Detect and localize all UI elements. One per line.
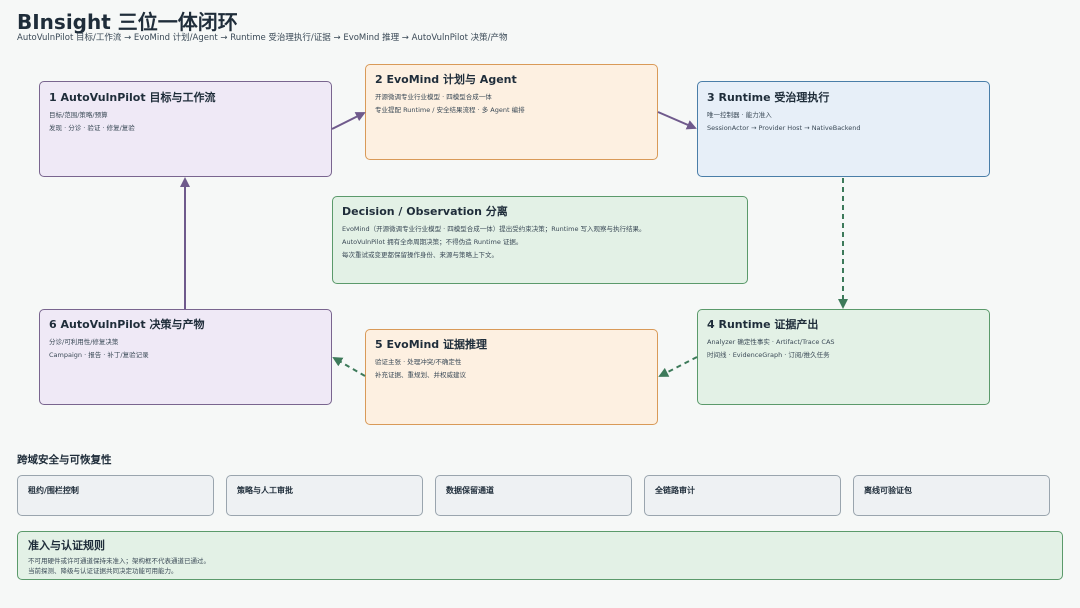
arrow-1-to-2 [331, 112, 366, 130]
rules-title: 准入与认证规则 [28, 539, 105, 552]
node-line: EvoMind（开源微调专业行业模型 · 四模型合成一体）提出受约束决策；Run… [342, 225, 646, 233]
node-decision-observation: Decision / Observation 分离 EvoMind（开源微调专业… [332, 196, 748, 284]
node-line: Campaign · 报告 · 补丁/复验记录 [49, 351, 149, 360]
node-title: Decision / Observation 分离 [342, 205, 508, 218]
node-title: 6 AutoVulnPilot 决策与产物 [49, 318, 205, 331]
node-evomind-reasoning: 5 EvoMind 证据推理 验证主张 · 处理冲突/不确定性 补充证据、重规划… [365, 329, 658, 425]
node-title: 4 Runtime 证据产出 [707, 318, 819, 331]
node-evomind-plan: 2 EvoMind 计划与 Agent 开源微调专业行业模型 · 四模型合成一体… [365, 64, 658, 160]
node-autovulnpilot-goals: 1 AutoVulnPilot 目标与工作流 目标/范围/策略/预算 发现 · … [39, 81, 332, 177]
node-line: AutoVulnPilot 拥有全命周期决策；不得伪造 Runtime 证据。 [342, 238, 523, 247]
node-line: Analyzer 确定性事实 · Artifact/Trace CAS [707, 338, 835, 346]
node-line: SessionActor → Provider Host → NativeBac… [707, 124, 861, 133]
node-runtime-exec: 3 Runtime 受治理执行 唯一控制器 · 能力准入 SessionActo… [697, 81, 990, 177]
rules-box: 准入与认证规则 不可用硬件或许可通道保持未准入；架构框不代表通道已通过。 当前探… [17, 531, 1063, 580]
rules-line: 不可用硬件或许可通道保持未准入；架构框不代表通道已通过。 [28, 557, 210, 565]
node-line: 目标/范围/策略/预算 [49, 111, 108, 119]
arrow-5-to-6 [332, 356, 366, 377]
node-line: 每次重试或变更都保留操作身份、来源与策略上下文。 [342, 251, 498, 260]
page-subtitle: AutoVulnPilot 目标/工作流 → EvoMind 计划/Agent … [17, 33, 508, 43]
node-title: 3 Runtime 受治理执行 [707, 91, 830, 104]
node-title: 5 EvoMind 证据推理 [375, 338, 487, 351]
security-item-retention: 数据保留通道 [435, 475, 632, 516]
rules-line: 当前探测、降级与认证证据共同决定功能可用能力。 [28, 567, 178, 576]
node-line: 唯一控制器 · 能力准入 [707, 111, 772, 119]
node-title: 2 EvoMind 计划与 Agent [375, 73, 517, 86]
node-line: 验证主张 · 处理冲突/不确定性 [375, 358, 462, 366]
arrow-2-to-3 [657, 111, 697, 130]
page-title: BInsight 三位一体闭环 [17, 10, 238, 34]
node-title: 1 AutoVulnPilot 目标与工作流 [49, 91, 216, 104]
security-item-policy: 策略与人工审批 [226, 475, 423, 516]
node-line: 专业提配 Runtime / 安全结果流程 · 多 Agent 编排 [375, 106, 525, 115]
security-item-lease: 租约/围栏控制 [17, 475, 214, 516]
node-autovulnpilot-decision: 6 AutoVulnPilot 决策与产物 分诊/可利用性/修复决策 Campa… [39, 309, 332, 405]
node-line: 发现 · 分诊 · 验证 · 修复/复验 [49, 124, 135, 133]
node-runtime-evidence: 4 Runtime 证据产出 Analyzer 确定性事实 · Artifact… [697, 309, 990, 405]
security-section-title: 跨域安全与可恢复性 [17, 454, 112, 466]
node-line: 分诊/可利用性/修复决策 [49, 338, 119, 346]
security-item-offline: 离线可验证包 [853, 475, 1050, 516]
node-line: 开源微调专业行业模型 · 四模型合成一体 [375, 93, 492, 101]
arrow-4-to-5 [658, 356, 698, 377]
node-line: 补充证据、重规划、并权威建议 [375, 371, 466, 380]
node-line: 时间线 · EvidenceGraph · 订阅/推久任务 [707, 351, 830, 360]
security-item-audit: 全链路审计 [644, 475, 841, 516]
